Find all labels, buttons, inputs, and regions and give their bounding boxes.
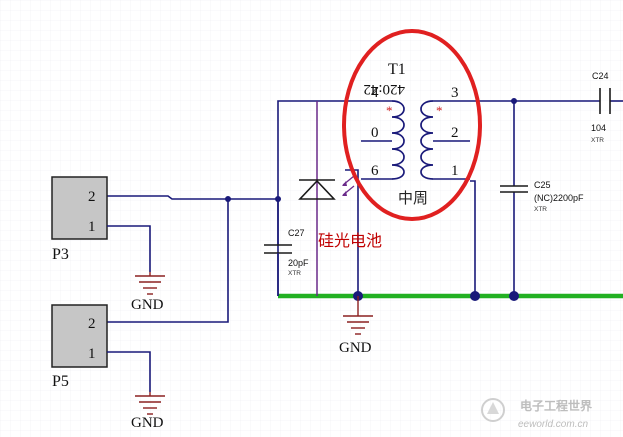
watermark: 电子工程世界 eeworld.com.cn [481, 398, 592, 430]
connector-body [51, 304, 108, 368]
wire-pin1[interactable] [470, 180, 476, 296]
connector-p3[interactable]: 2 1 P3 [51, 176, 151, 272]
t1-pin6: 6 [371, 163, 379, 179]
gnd-symbol-p3: GND [131, 272, 165, 313]
c27-value: 20pF [288, 258, 309, 268]
watermark-logo-icon [481, 398, 505, 422]
transformer-t1[interactable]: T1 420:42 4 0 6 3 2 1 * * 中周 [345, 61, 470, 207]
c24-value: 104 [591, 123, 606, 133]
p5-pin2-label: 2 [88, 316, 96, 332]
photocell-label: 硅光电池 [318, 231, 382, 250]
c25-ref: C25 [534, 180, 551, 190]
t1-pin4: 4 [371, 85, 379, 101]
highlight-circle [342, 29, 482, 221]
p3-pin1-label: 1 [88, 219, 96, 235]
gnd-label: GND [131, 415, 164, 431]
capacitor-c25[interactable]: C25 (NC)2200pF XTR [500, 180, 584, 213]
p3-ref: P3 [52, 246, 69, 263]
capacitor-c24[interactable]: C24 104 XTR [591, 71, 611, 144]
t1-pin2: 2 [451, 125, 459, 141]
t1-ref: T1 [388, 61, 406, 78]
wire-p3-pin1[interactable] [107, 225, 151, 272]
junction-dot [275, 196, 281, 202]
wire-pin6[interactable] [345, 169, 359, 296]
watermark-en: eeworld.com.cn [518, 419, 588, 430]
junction-dot [470, 291, 480, 301]
gnd-symbol-rail: GND [339, 296, 373, 356]
capacitor-c27[interactable]: C27 20pF XTR [264, 228, 309, 296]
gnd-label: GND [339, 340, 372, 356]
p3-pin2-label: 2 [88, 189, 96, 205]
c25-value: (NC)2200pF [534, 193, 584, 203]
gnd-label: GND [131, 297, 164, 313]
c27-ref: C27 [288, 228, 305, 238]
t1-pin1: 1 [451, 163, 459, 179]
t1-value: 420:42 [363, 81, 405, 97]
polarity-dot-secondary: * [436, 103, 443, 118]
t1-tap-label: 中周 [398, 189, 428, 207]
t1-pin0: 0 [371, 125, 379, 141]
photodiode[interactable]: 硅光电池 [298, 175, 382, 250]
secondary-coil-icon [420, 100, 434, 180]
gnd-symbol-p5: GND [131, 392, 165, 431]
wires [107, 100, 623, 323]
wire-p5-pin2[interactable] [107, 199, 229, 323]
primary-coil-icon [391, 100, 405, 180]
watermark-cn: 电子工程世界 [520, 398, 592, 413]
wire-p5-pin1[interactable] [107, 351, 151, 392]
c24-footprint: XTR [591, 137, 604, 144]
junction-dot [511, 98, 517, 104]
c24-ref: C24 [592, 71, 609, 81]
connector-p5[interactable]: 2 1 P5 [51, 304, 151, 392]
connector-body [51, 176, 108, 240]
p5-ref: P5 [52, 373, 69, 390]
junction-dot [509, 291, 519, 301]
t1-pin3: 3 [451, 85, 459, 101]
junction-dot [225, 196, 231, 202]
c27-footprint: XTR [288, 270, 301, 277]
polarity-dot-primary: * [386, 103, 393, 118]
c25-footprint: XTR [534, 206, 547, 213]
p5-pin1-label: 1 [88, 346, 96, 362]
